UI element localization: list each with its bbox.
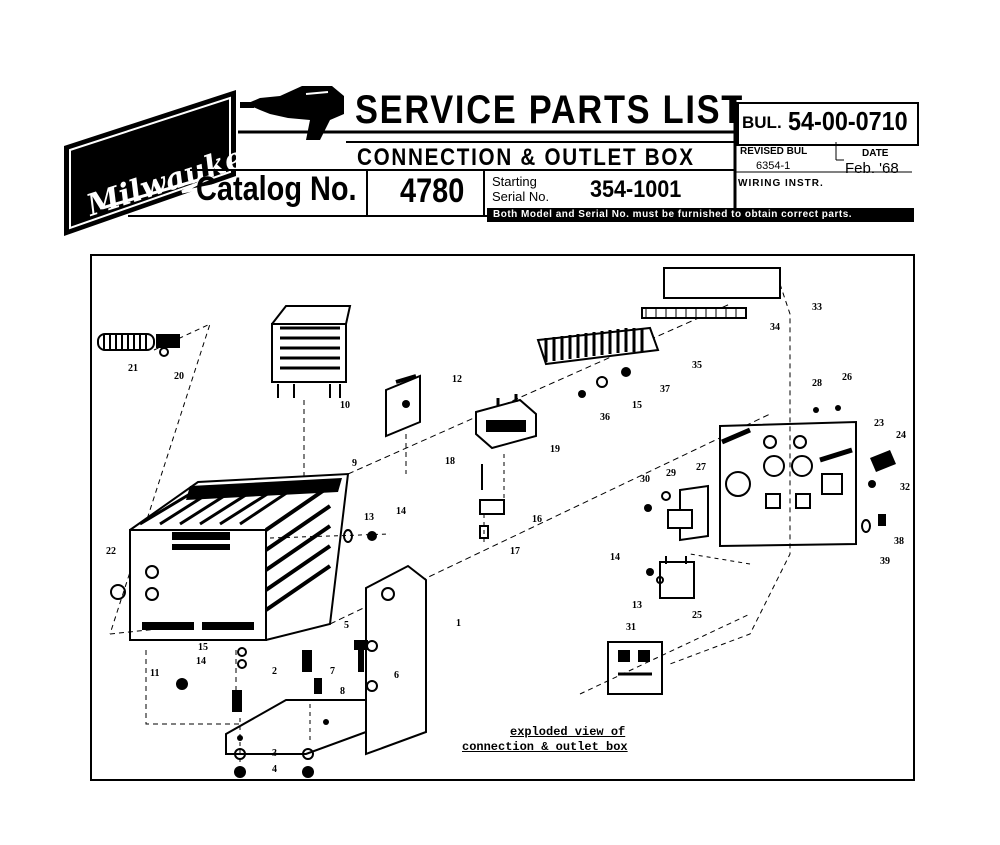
label-38: 38 — [894, 536, 904, 547]
bulletin-number: 54-00-0710 — [788, 106, 908, 136]
serial-number: 354-1001 — [590, 176, 682, 203]
label-10: 10 — [340, 400, 350, 411]
label-21: 21 — [128, 363, 138, 374]
label-20: 20 — [174, 371, 184, 382]
label-28: 28 — [812, 378, 822, 389]
label-22: 22 — [106, 546, 116, 557]
part-1-bracket — [365, 564, 427, 756]
part-19-switch — [475, 394, 537, 450]
part-24-switch — [870, 450, 896, 472]
label-12: 12 — [452, 374, 462, 385]
part-36-37-15-hardware — [578, 367, 631, 398]
label-14-left: 14 — [396, 506, 406, 517]
label-13-left: 13 — [364, 512, 374, 523]
revised-label: REVISED BUL — [740, 146, 808, 157]
part-32-38-39 — [861, 480, 886, 533]
label-3: 3 — [272, 748, 277, 759]
drill-icon — [240, 86, 344, 140]
label-11: 11 — [150, 668, 160, 679]
part-27-motor — [667, 484, 709, 542]
part-34-terminal-strip — [641, 307, 747, 319]
milwaukee-logo: Milwaukee — [64, 90, 238, 236]
label-37: 37 — [660, 384, 670, 395]
exploded-diagram — [90, 254, 915, 781]
part-9-outlet-box — [129, 472, 350, 641]
part-35-heatsink — [536, 326, 660, 366]
catalog-number: 4780 — [400, 172, 465, 210]
label-30: 30 — [640, 474, 650, 485]
notice-bar: Both Model and Serial No. must be furnis… — [487, 208, 914, 222]
label-5: 5 — [344, 620, 349, 631]
label-19: 19 — [550, 444, 560, 455]
label-14-low: 14 — [196, 656, 206, 667]
label-16: 16 — [532, 514, 542, 525]
label-4: 4 — [272, 764, 277, 775]
starting-label-line2: Serial No. — [492, 189, 550, 204]
date-value: Feb. '68 — [845, 160, 899, 177]
label-29: 29 — [666, 468, 676, 479]
label-35: 35 — [692, 360, 702, 371]
part-base-plate — [225, 699, 367, 768]
bulletin-prefix: BUL. — [742, 113, 782, 132]
part-25-relay — [646, 556, 695, 599]
starting-serial-label: Starting Serial No. — [492, 174, 572, 204]
part-nuts-3-4 — [234, 748, 314, 778]
label-39: 39 — [880, 556, 890, 567]
label-36: 36 — [600, 412, 610, 423]
part-23-panel — [719, 420, 857, 548]
label-32: 32 — [900, 482, 910, 493]
label-9: 9 — [352, 458, 357, 469]
label-14-right: 14 — [610, 552, 620, 563]
part-5-screw — [354, 640, 368, 672]
page-title: SERVICE PARTS LIST — [355, 88, 745, 132]
label-13-right: 13 — [632, 600, 642, 611]
part-2-standoffs — [232, 650, 322, 712]
part-12-plate — [385, 374, 421, 438]
label-7: 7 — [330, 666, 335, 677]
label-27: 27 — [696, 462, 706, 473]
label-31: 31 — [626, 622, 636, 633]
label-15-left: 15 — [198, 642, 208, 653]
label-26: 26 — [842, 372, 852, 383]
label-17: 17 — [510, 546, 520, 557]
label-2: 2 — [272, 666, 277, 677]
page-subtitle: CONNECTION & OUTLET BOX — [357, 144, 695, 171]
label-23: 23 — [874, 418, 884, 429]
part-13-14-left — [269, 529, 391, 543]
part-21-spring — [97, 333, 155, 351]
label-15-right: 15 — [632, 400, 642, 411]
caption-line2: connection & outlet box — [462, 740, 628, 754]
label-8: 8 — [340, 686, 345, 697]
part-11-15-nuts — [176, 647, 247, 690]
wiring-label: WIRING INSTR. — [738, 178, 824, 189]
starting-label-line1: Starting — [492, 174, 537, 189]
label-24: 24 — [896, 430, 906, 441]
diagram-frame — [90, 254, 915, 781]
bulletin-box — [736, 102, 919, 146]
label-25: 25 — [692, 610, 702, 621]
part-10-transformer — [271, 305, 352, 398]
date-label: DATE — [862, 148, 889, 159]
revised-number: 6354-1 — [756, 160, 791, 172]
part-31-breaker — [607, 641, 663, 695]
part-20-clamp — [156, 334, 180, 357]
part-16-17-18 — [479, 464, 505, 539]
label-6: 6 — [394, 670, 399, 681]
catalog-label: Catalog No. — [196, 170, 357, 208]
part-33-plate — [663, 267, 781, 299]
part-22-grommet — [110, 584, 126, 600]
label-33: 33 — [812, 302, 822, 313]
label-34: 34 — [770, 322, 780, 333]
label-18: 18 — [445, 456, 455, 467]
part-28-29-30-hardware — [644, 405, 841, 512]
caption-line1: exploded view of — [510, 725, 626, 739]
label-1: 1 — [456, 618, 461, 629]
